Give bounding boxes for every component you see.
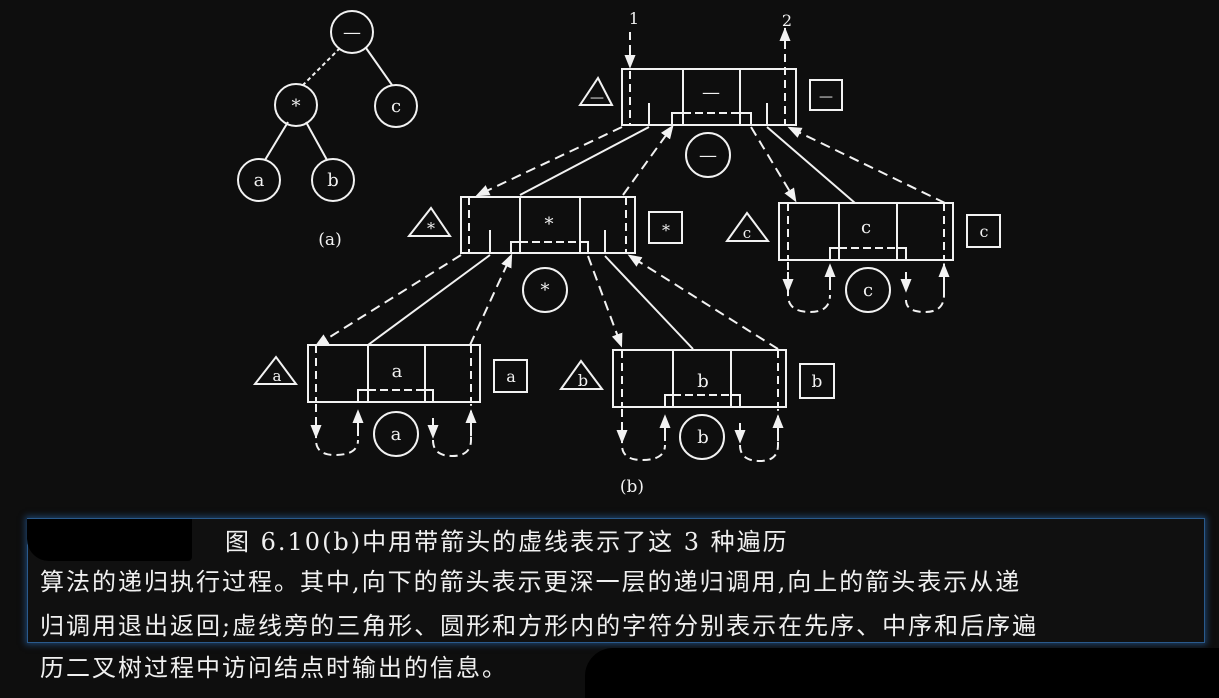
binary-tree-traversal-diagram: — * c a b (a) 1 2 — — — — * * * * c c c … — [237, 9, 1001, 497]
caption-line-4: 历二叉树过程中访问结点时输出的信息。 — [40, 654, 508, 682]
inorder-circle-a: a — [391, 424, 402, 445]
frame-star — [406, 196, 683, 313]
preorder-triangle-minus: — — [590, 90, 604, 106]
preorder-triangle-b: b — [578, 371, 588, 390]
part-b-label: (b) — [620, 477, 644, 497]
frame-c — [725, 202, 1001, 314]
postorder-square-b: b — [812, 372, 823, 392]
caption-line-3: 归调用退出返回;虚线旁的三角形、圆形和方形内的字符分别表示在先序、中序和后序遍 — [40, 612, 1039, 640]
caption-selection-box — [27, 518, 1205, 643]
entry-label: 1 — [629, 9, 639, 28]
caption-line-2: 算法的递归执行过程。其中,向下的箭头表示更深一层的递归调用,向上的箭头表示从递 — [40, 568, 1022, 596]
postorder-square-a: a — [506, 367, 516, 386]
preorder-triangle-a: a — [273, 367, 282, 385]
tree-node-c — [374, 84, 418, 128]
tree-node-star — [274, 83, 318, 127]
redaction-bottom-right — [585, 648, 1219, 698]
frame-minus-center: — — [702, 82, 720, 103]
frame-a — [252, 344, 528, 458]
tree-left-label: * — [292, 96, 301, 117]
frame-minus — [578, 28, 843, 178]
frame-b-center: b — [697, 371, 709, 392]
tree-b-label: b — [327, 170, 339, 191]
redaction-top-left — [27, 519, 192, 561]
frame-b — [559, 349, 835, 463]
tree-right-label: c — [391, 96, 401, 117]
postorder-square-c: c — [980, 222, 989, 241]
exit-label: 2 — [782, 11, 792, 30]
expression-tree — [237, 10, 418, 202]
postorder-square-star: * — [662, 221, 670, 240]
inorder-circle-star: * — [541, 280, 550, 301]
postorder-square-minus: — — [819, 89, 833, 105]
tree-node-a — [237, 158, 281, 202]
frame-star-center: * — [545, 214, 554, 235]
inorder-circle-c: c — [863, 280, 873, 301]
inorder-circle-b: b — [697, 427, 709, 448]
preorder-triangle-star: * — [427, 219, 435, 238]
tree-root-label: — — [343, 22, 361, 43]
tree-node-root — [330, 10, 374, 54]
inorder-circle-minus: — — [699, 145, 717, 166]
frame-a-center: a — [392, 361, 403, 382]
frame-c-center: c — [861, 217, 871, 238]
caption-line-1: 图 6.10(b)中用带箭头的虚线表示了这 3 种遍历 — [225, 528, 789, 556]
preorder-triangle-c: c — [743, 224, 751, 242]
part-a-label: (a) — [318, 230, 341, 250]
tree-a-label: a — [254, 170, 265, 191]
tree-node-b — [311, 158, 355, 202]
